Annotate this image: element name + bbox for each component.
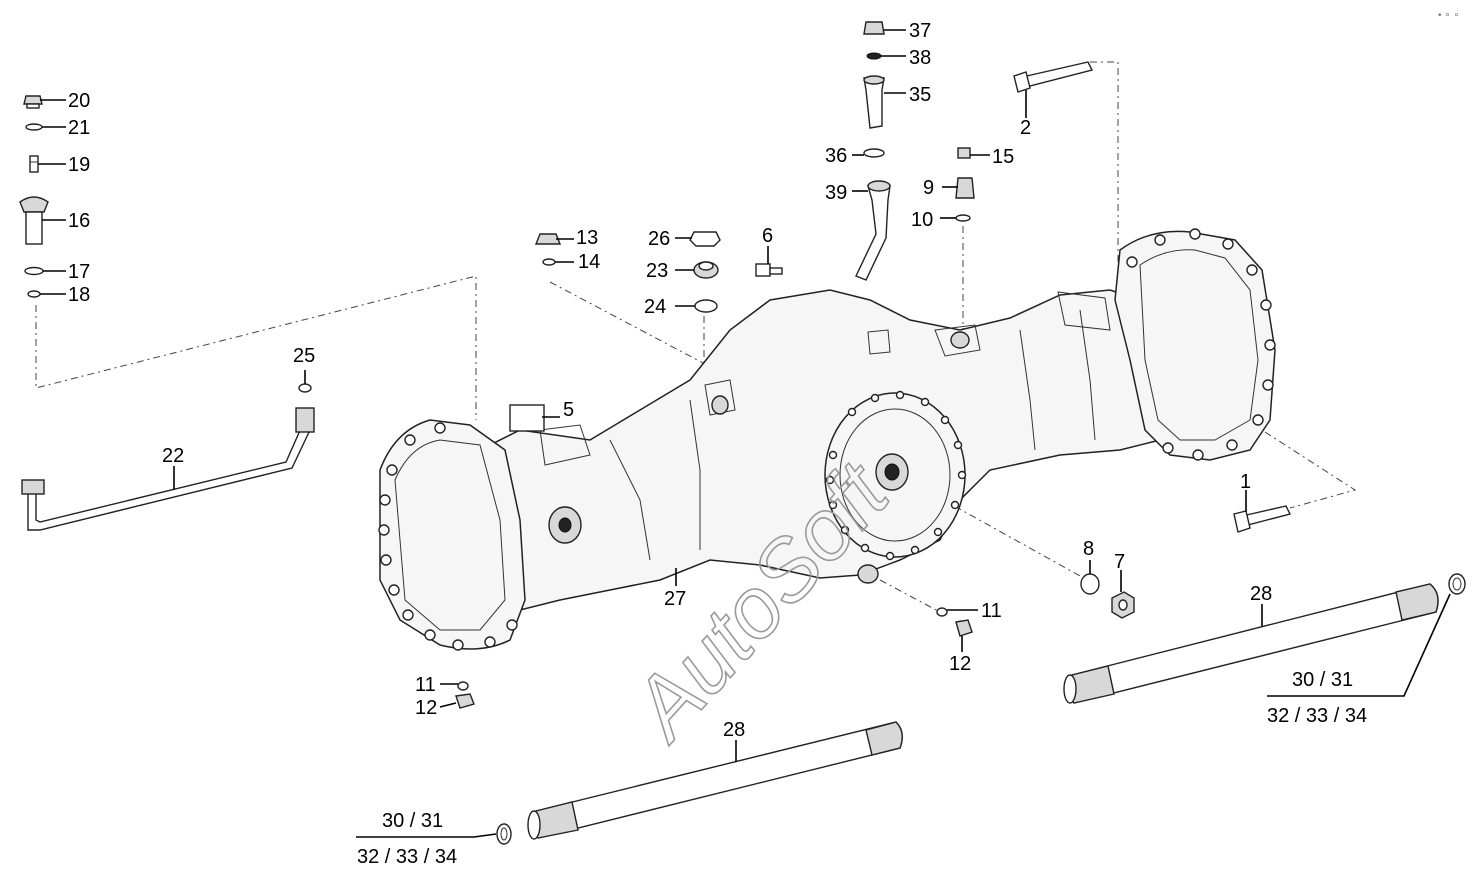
callout-28-left: 28 [723,719,745,741]
callout-2: 2 [1020,117,1031,139]
callout-12-right: 12 [949,653,971,675]
callout-labels: 20 21 19 16 17 18 25 22 13 14 26 23 24 6… [68,20,1367,868]
assembly-lines [35,61,1357,613]
fraction-right-bottom: 32 / 33 / 34 [1267,705,1367,727]
fraction-left-bottom: 32 / 33 / 34 [357,846,457,868]
callout-8: 8 [1083,538,1094,560]
callout-25: 25 [293,345,315,367]
callout-13: 13 [576,227,598,249]
axle-shaft-left [527,721,903,840]
axle-shaft-right [1063,583,1439,704]
callout-21: 21 [68,117,90,139]
callout-22: 22 [162,445,184,467]
callout-26: 26 [648,228,670,250]
callout-24: 24 [644,296,666,318]
leader-lines [38,29,1451,838]
fraction-right-top: 30 / 31 [1292,669,1353,691]
callout-17: 17 [68,261,90,283]
callout-5: 5 [563,399,574,421]
right-flange-bolts [1126,228,1276,461]
callout-39: 39 [825,182,847,204]
callout-18: 18 [68,284,90,306]
fraction-left-top: 30 / 31 [382,810,443,832]
small-parts [19,21,1466,845]
callout-23: 23 [646,260,668,282]
callout-1: 1 [1240,471,1251,493]
cover-bolts [825,390,967,561]
corner-mark: • ∘ ∘ [1438,10,1460,21]
callout-38: 38 [909,47,931,69]
callout-16: 16 [68,210,90,232]
callout-12-left: 12 [415,697,437,719]
callout-7: 7 [1114,551,1125,573]
callout-15: 15 [992,146,1014,168]
callout-27: 27 [664,588,686,610]
callout-6: 6 [762,225,773,247]
callout-10: 10 [911,209,933,231]
callout-28-right: 28 [1250,583,1272,605]
callout-11-right: 11 [981,600,1002,622]
axle-housing [378,228,1276,651]
callout-20: 20 [68,90,90,112]
left-flange-bolts [378,422,518,651]
callout-11-left: 11 [415,674,436,696]
callout-9: 9 [923,177,934,199]
callout-36: 36 [825,145,847,167]
callout-19: 19 [68,154,90,176]
callout-14: 14 [578,251,600,273]
callout-35: 35 [909,84,931,106]
callout-37: 37 [909,20,931,42]
